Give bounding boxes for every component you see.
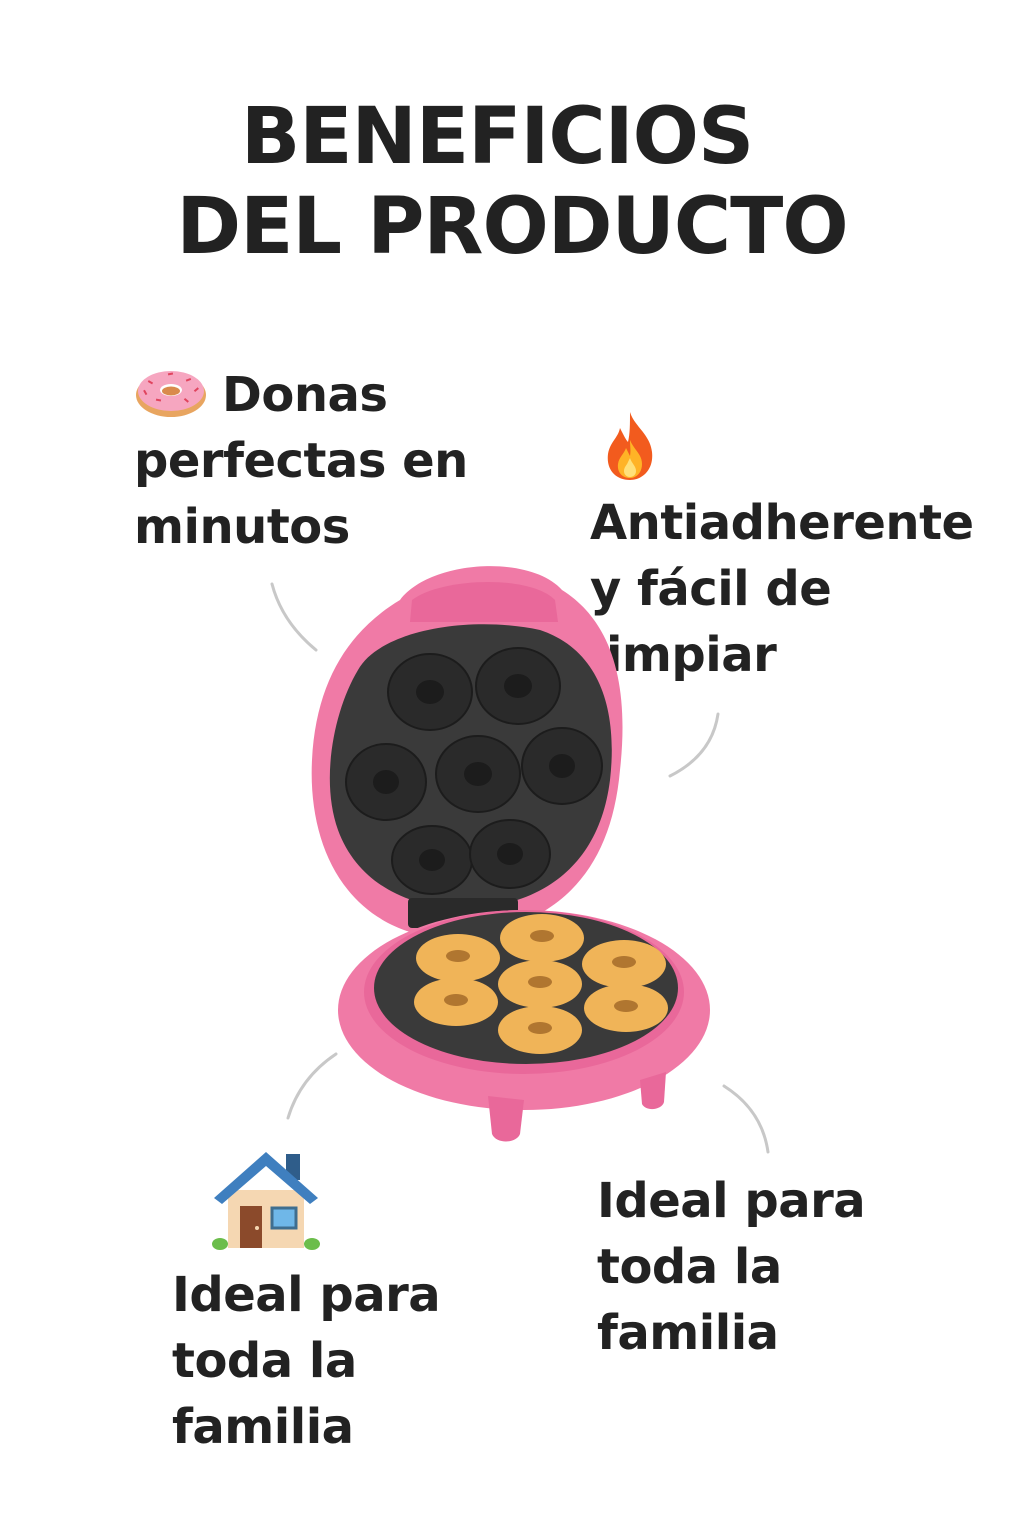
title-line-1: BENEFICIOS bbox=[240, 92, 754, 182]
benefit-family-right-line-2: toda la bbox=[597, 1239, 782, 1295]
appliance-foot bbox=[488, 1096, 524, 1142]
benefit-family-right-line-1: Ideal para bbox=[597, 1173, 866, 1229]
appliance-foot bbox=[640, 1072, 666, 1110]
benefit-family-left-line-2: toda la bbox=[172, 1333, 357, 1389]
benefit-donuts: Donas perfectas en minutos bbox=[134, 362, 468, 560]
benefit-family-left: Ideal para toda la familia bbox=[172, 1262, 441, 1460]
benefit-nonstick-line-3: limpiar bbox=[590, 627, 777, 683]
cooked-donuts bbox=[414, 914, 668, 1054]
benefit-nonstick: Antiadherente y fácil de limpiar bbox=[590, 490, 974, 688]
benefit-nonstick-line-1: Antiadherente bbox=[590, 495, 974, 551]
fire-icon bbox=[607, 412, 653, 480]
house-icon bbox=[212, 1152, 320, 1250]
connector-line-bottom-right bbox=[722, 1084, 770, 1154]
benefit-family-left-line-3: familia bbox=[172, 1399, 354, 1455]
page-title: BENEFICIOS DEL PRODUCTO bbox=[0, 92, 1024, 272]
benefit-family-left-line-1: Ideal para bbox=[172, 1267, 441, 1323]
benefit-nonstick-line-2: y fácil de bbox=[590, 561, 832, 617]
donut-maker-illustration bbox=[311, 566, 710, 1142]
benefit-donuts-line-2: perfectas en bbox=[134, 433, 468, 489]
benefit-donuts-text-1: Donas bbox=[222, 367, 388, 423]
donut-icon bbox=[136, 371, 206, 417]
benefit-family-right: Ideal para toda la familia bbox=[597, 1168, 866, 1366]
benefit-family-right-line-3: familia bbox=[597, 1305, 779, 1361]
benefit-donuts-line-1: Donas bbox=[134, 362, 468, 428]
benefit-donuts-line-3: minutos bbox=[134, 499, 350, 555]
title-line-2: DEL PRODUCTO bbox=[176, 182, 848, 272]
